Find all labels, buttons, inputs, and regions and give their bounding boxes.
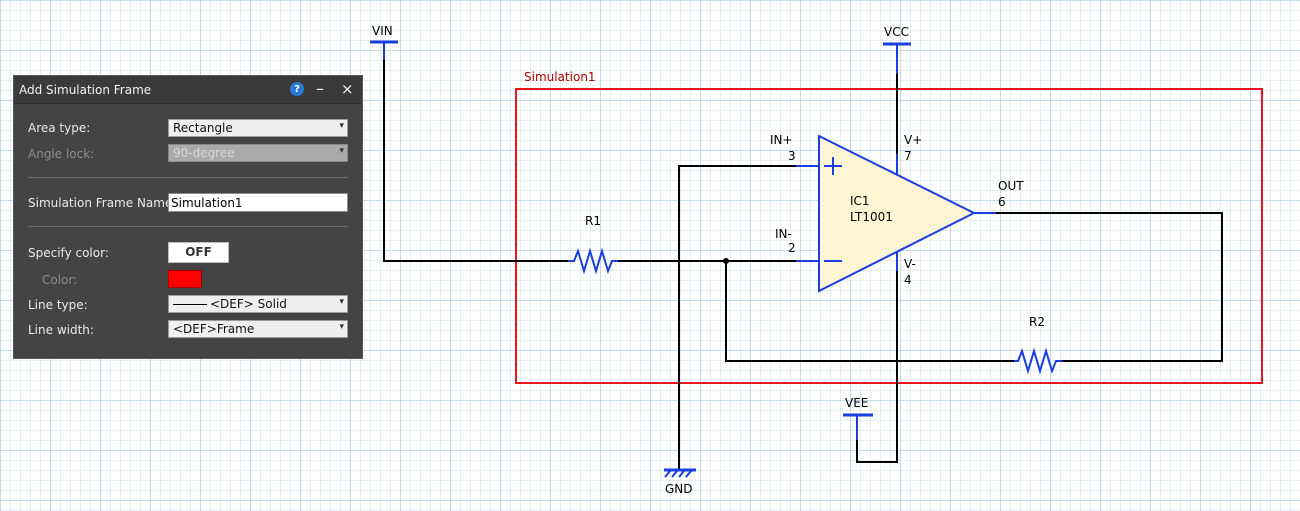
vee-label: VEE bbox=[845, 396, 868, 410]
specify-color-label: Specify color: bbox=[28, 246, 109, 260]
color-swatch[interactable] bbox=[168, 270, 202, 288]
dialog-titlebar[interactable]: Add Simulation Frame ? – × bbox=[14, 76, 362, 104]
pin-inplus-num: 3 bbox=[788, 149, 796, 163]
minimize-icon[interactable]: – bbox=[316, 79, 324, 98]
line-width-select[interactable]: <DEF>Frame ▾ bbox=[168, 320, 348, 338]
dropdown-arrow-icon: ▾ bbox=[339, 297, 344, 307]
opamp-ic1[interactable]: IC1 LT1001 bbox=[818, 134, 977, 293]
color-label: Color: bbox=[42, 273, 78, 287]
pin-inminus-num: 2 bbox=[788, 241, 796, 255]
area-type-value: Rectangle bbox=[173, 121, 233, 135]
line-width-value: <DEF>Frame bbox=[173, 322, 255, 336]
angle-lock-value: 90-degree bbox=[173, 146, 235, 160]
separator bbox=[28, 177, 348, 178]
area-type-label: Area type: bbox=[28, 121, 91, 135]
pin-inplus-label: IN+ bbox=[770, 133, 793, 147]
wire-feedback-right[interactable] bbox=[996, 212, 1223, 362]
pin-inminus-label: IN- bbox=[775, 227, 792, 241]
gnd-symbol[interactable]: GND bbox=[664, 468, 696, 496]
pin-vplus-num: 7 bbox=[904, 149, 912, 163]
r1-label: R1 bbox=[585, 214, 601, 228]
angle-lock-label: Angle lock: bbox=[28, 147, 95, 161]
r2-label: R2 bbox=[1029, 315, 1045, 329]
angle-lock-select: 90-degree ▾ bbox=[168, 144, 348, 162]
line-type-label: Line type: bbox=[28, 298, 88, 312]
specify-color-toggle[interactable]: OFF bbox=[168, 242, 229, 263]
simulation-frame-label: Simulation1 bbox=[524, 70, 596, 84]
dropdown-arrow-icon: ▾ bbox=[339, 322, 344, 332]
resistor-r2[interactable]: R2 bbox=[1014, 315, 1062, 375]
pin-out-num: 6 bbox=[998, 195, 1006, 209]
dialog-title: Add Simulation Frame bbox=[19, 83, 152, 97]
vcc-port[interactable]: VCC bbox=[883, 25, 911, 74]
line-sample-icon bbox=[173, 304, 207, 305]
vcc-label: VCC bbox=[884, 25, 909, 39]
separator bbox=[28, 226, 348, 227]
resistor-r1[interactable]: R1 bbox=[568, 214, 618, 275]
vin-port[interactable]: VIN bbox=[370, 24, 398, 60]
vee-port[interactable]: VEE bbox=[843, 396, 873, 440]
close-icon[interactable]: × bbox=[341, 80, 354, 98]
pin-vminus-num: 4 bbox=[904, 273, 912, 287]
line-type-value: <DEF> Solid bbox=[210, 297, 287, 311]
frame-name-input[interactable]: Simulation1 bbox=[168, 193, 348, 212]
pin-out-label: OUT bbox=[998, 179, 1024, 193]
line-width-label: Line width: bbox=[28, 323, 94, 337]
simulation-frame[interactable] bbox=[515, 88, 1263, 384]
area-type-select[interactable]: Rectangle ▾ bbox=[168, 119, 348, 137]
dropdown-arrow-icon: ▾ bbox=[339, 146, 344, 156]
pin-vminus-label: V- bbox=[904, 257, 916, 271]
wire-inplus-gnd[interactable] bbox=[678, 165, 796, 470]
dropdown-arrow-icon: ▾ bbox=[339, 121, 344, 131]
frame-name-label: Simulation Frame Name: bbox=[28, 196, 177, 210]
ic-part: LT1001 bbox=[850, 210, 893, 224]
gnd-label: GND bbox=[665, 482, 693, 496]
help-icon[interactable]: ? bbox=[290, 82, 304, 96]
ic-ref: IC1 bbox=[850, 194, 870, 208]
vin-label: VIN bbox=[372, 24, 393, 38]
line-type-select[interactable]: <DEF> Solid ▾ bbox=[168, 295, 348, 313]
wire-feedback-left[interactable] bbox=[725, 261, 1014, 362]
pin-vplus-label: V+ bbox=[904, 133, 922, 147]
wire-vee[interactable] bbox=[856, 271, 898, 463]
wire-vin-r1[interactable] bbox=[383, 60, 568, 262]
add-simulation-frame-dialog: Add Simulation Frame ? – × Area type: Re… bbox=[13, 75, 363, 359]
